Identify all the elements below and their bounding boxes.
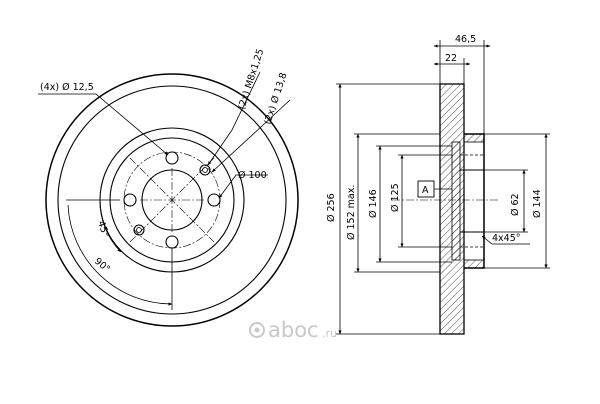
watermark-logo-dot <box>254 327 260 333</box>
threaded-hole-lower-left <box>133 224 145 236</box>
friction-ring-circle <box>57 85 287 315</box>
hat-diameter-label: Ø 146 <box>368 189 379 218</box>
total-height-label: 46,5 <box>455 34 476 45</box>
bolt-circle-label: Ø 100 <box>238 170 267 181</box>
thread-leader <box>207 71 261 166</box>
bolt-circle-leader <box>218 174 268 199</box>
chamfer-leader <box>481 235 530 245</box>
bolt-hole-bottom <box>165 235 179 249</box>
section-view: 46,5 22 Ø 256 Ø 152 max. Ø 146 Ø 125 A Ø… <box>326 34 550 335</box>
bolt-hole-right <box>207 193 221 207</box>
watermark-brand: aboc <box>268 318 319 342</box>
datum-label: A <box>422 185 429 196</box>
bolt-hole-top <box>165 151 179 165</box>
outer-rim-circle <box>45 73 299 327</box>
outer-diameter-label: Ø 256 <box>326 193 337 222</box>
hub-diameter-label: Ø 144 <box>532 189 543 218</box>
hat-section-outline <box>464 133 485 269</box>
center-line-diagonal-2 <box>129 157 215 243</box>
angle-45-arc <box>99 199 122 253</box>
watermark-domain: .ru <box>322 327 337 340</box>
mounting-face-section <box>451 141 461 261</box>
front-view: (4x) Ø 12,5 (2x) M8x1,25 (2x) Ø 13,8 Ø 1… <box>38 47 299 327</box>
friction-inner-label: Ø 152 max. <box>346 185 357 240</box>
angle-90-label: 90° <box>92 256 112 275</box>
bolt-holes-label: (4x) Ø 12,5 <box>40 82 94 93</box>
pilot-holes-leader <box>211 99 291 173</box>
bolt-hole-left <box>123 193 137 207</box>
bolt-holes-leader <box>38 93 169 156</box>
disc-thickness-label: 22 <box>445 53 457 64</box>
center-bore-label: Ø 62 <box>510 193 521 216</box>
angle-45-label: 45° <box>95 220 111 239</box>
watermark-logo-icon <box>249 322 265 338</box>
threaded-hole-core-upper-right <box>202 167 208 173</box>
threaded-hole-core-lower-left <box>136 227 142 233</box>
hat-inner-label: Ø 125 <box>390 183 401 212</box>
watermark: aboc .ru <box>249 318 337 342</box>
pilot-holes-label: (2x) Ø 13,8 <box>262 71 289 126</box>
hat-bottom-wall <box>463 259 485 269</box>
threaded-hole-upper-right <box>199 164 211 176</box>
chamfer-label: 4x45° <box>492 233 521 244</box>
angle-90-arc <box>67 204 173 306</box>
hat-top-wall <box>463 133 485 143</box>
